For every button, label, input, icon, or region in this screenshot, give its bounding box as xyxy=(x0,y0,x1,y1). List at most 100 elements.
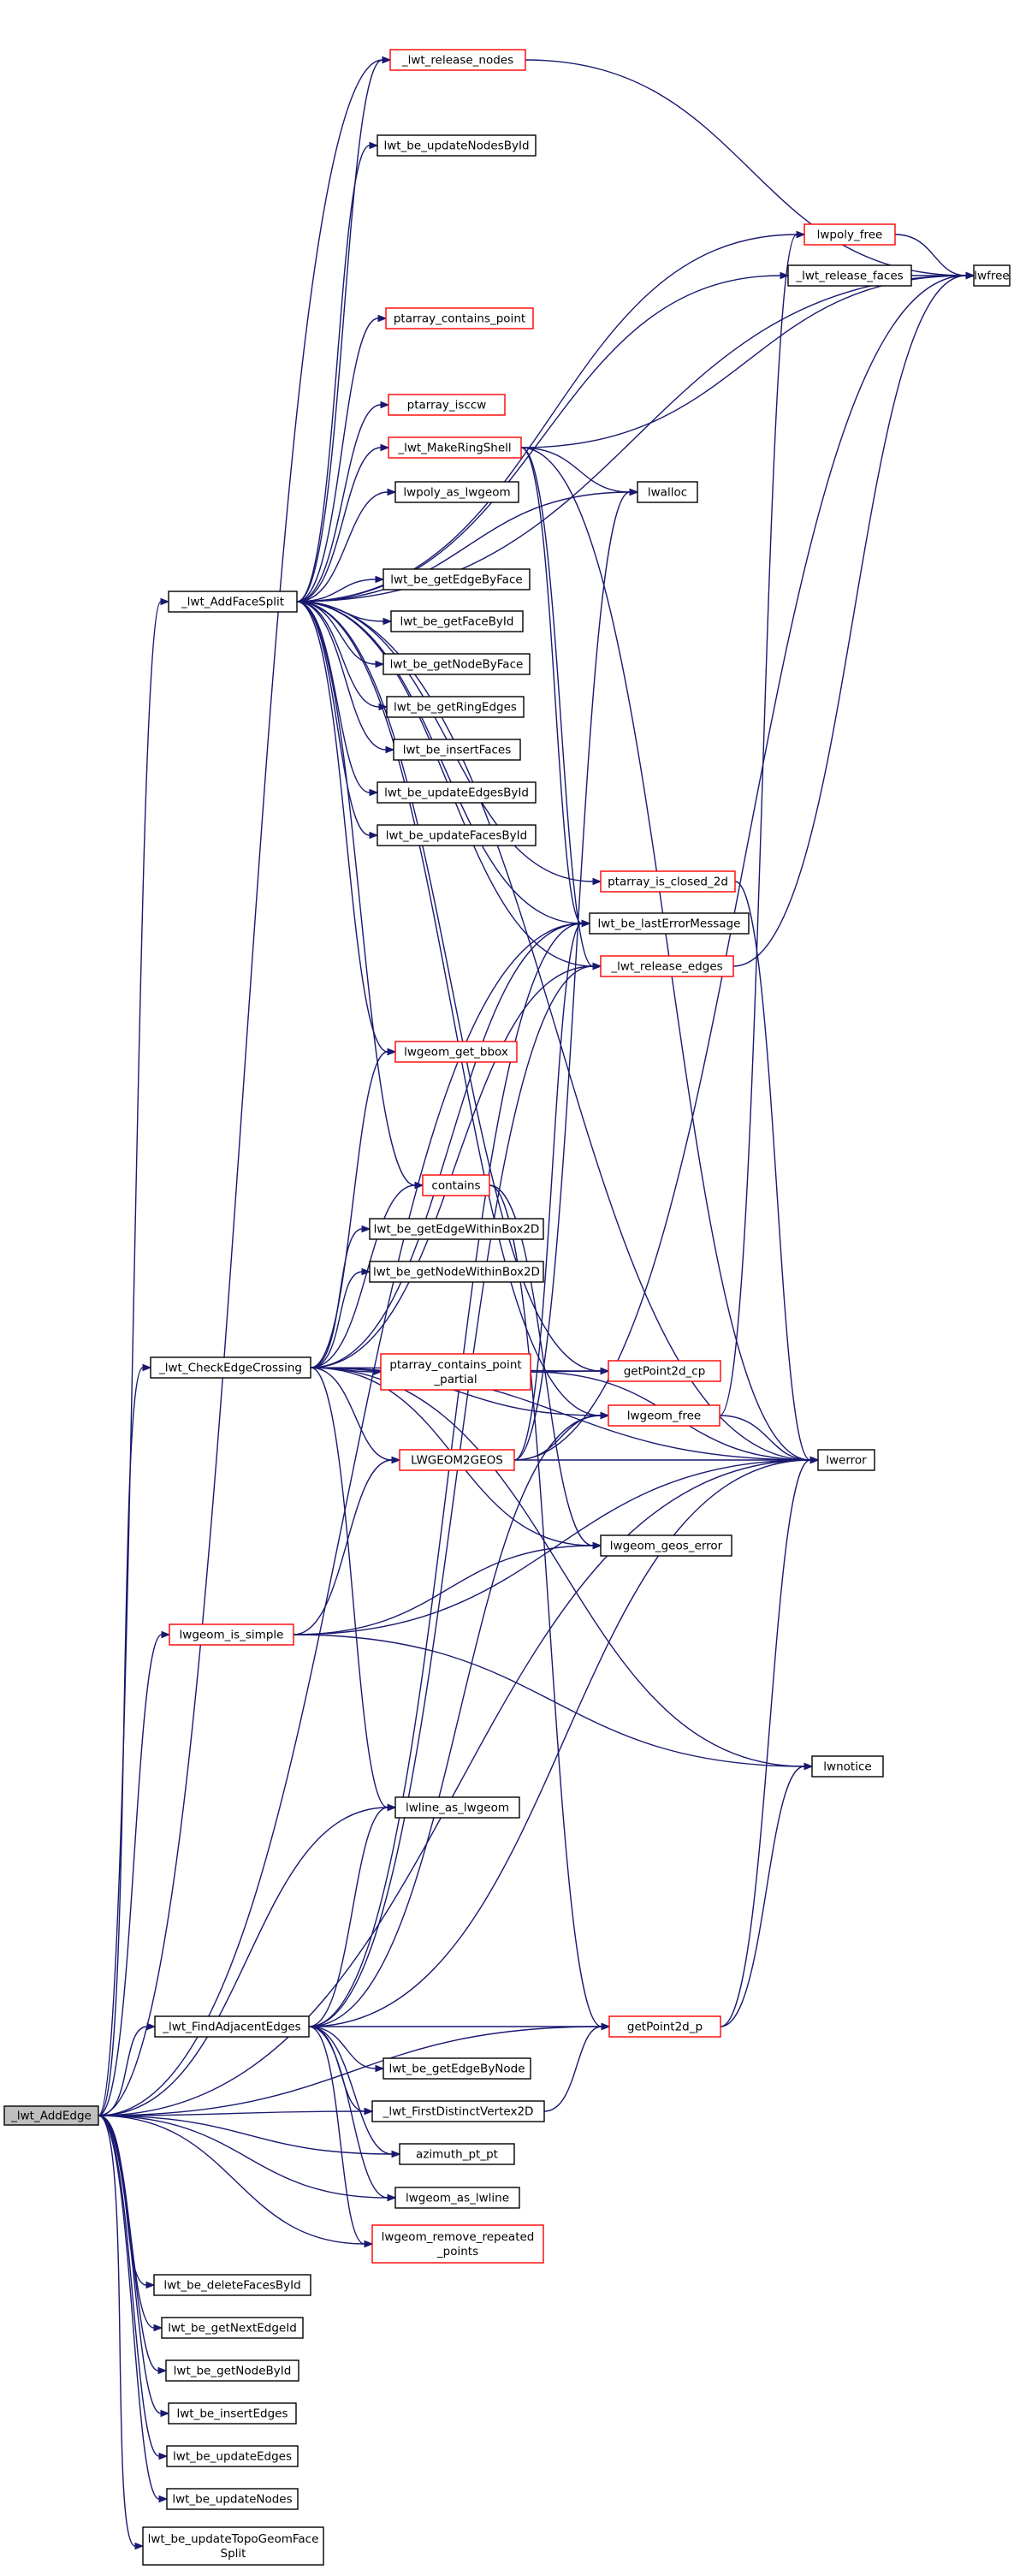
node-lwt_be_getFaceById[interactable]: lwt_be_getFaceById xyxy=(390,610,524,632)
node-lwgeom_remove_repeated_points[interactable]: lwgeom_remove_repeated_points xyxy=(371,2224,544,2264)
node-ptarray_isccw[interactable]: ptarray_isccw xyxy=(388,394,506,416)
node-lwt_be_insertEdges[interactable]: lwt_be_insertEdges xyxy=(168,2402,297,2425)
node-getPoint2d_cp[interactable]: getPoint2d_cp xyxy=(608,1360,721,1382)
node-lwnotice[interactable]: lwnotice xyxy=(811,1755,884,1778)
edge-line xyxy=(293,1459,811,1635)
node-lwt_be_deleteFacesById[interactable]: lwt_be_deleteFacesById xyxy=(153,2274,311,2296)
edge-lwt_FindAdjacentEdges-to-lwt_be_getEdgeByNode xyxy=(308,2026,385,2073)
node-lwpoly_free[interactable]: lwpoly_free xyxy=(803,223,896,246)
node-box xyxy=(399,1449,515,1471)
node-label: azimuth_pt_pt xyxy=(416,2148,498,2162)
edge-lwgeom_is_simple-to-lwnotice xyxy=(293,1634,814,1771)
edge-LWGEOM2GEOS-to-lwalloc xyxy=(513,488,639,1461)
edge-lwgeom_is_simple-to-lwgeom_geos_error xyxy=(293,1541,602,1635)
node-LWGEOM2GEOS[interactable]: LWGEOM2GEOS xyxy=(399,1449,515,1471)
node-lwt_be_getNodeWithinBox2D[interactable]: lwt_be_getNodeWithinBox2D xyxy=(369,1261,544,1283)
node-box xyxy=(600,955,734,977)
node-lwgeom_get_bbox[interactable]: lwgeom_get_bbox xyxy=(394,1041,518,1063)
edge-LWGEOM2GEOS-to-lwfree xyxy=(513,271,975,1461)
node-ptarray_is_closed_2d[interactable]: ptarray_is_closed_2d xyxy=(600,870,736,893)
node-label: lwt_be_insertEdges xyxy=(177,2407,288,2421)
node-box xyxy=(150,1356,311,1379)
node-box xyxy=(388,436,522,459)
node-box xyxy=(388,394,506,416)
arrowhead xyxy=(382,617,393,626)
node-lwt_be_getNodeById[interactable]: lwt_be_getNodeById xyxy=(165,2359,299,2382)
edge-line xyxy=(719,1415,811,1461)
node-lwerror[interactable]: lwerror xyxy=(817,1449,875,1471)
edge-lwt_CheckEdgeCrossing-to-lwt_be_getEdgeWithinBox2D xyxy=(310,1225,371,1368)
node-lwt_release_edges[interactable]: _lwt_release_edges xyxy=(600,955,734,977)
arrowhead xyxy=(375,575,385,584)
node-lwt_AddFaceSplit[interactable]: _lwt_AddFaceSplit xyxy=(168,591,298,613)
node-lwt_be_getEdgeByFace[interactable]: lwt_be_getEdgeByFace xyxy=(382,568,531,591)
node-lwgeom_free[interactable]: lwgeom_free xyxy=(608,1404,720,1427)
edge-line xyxy=(98,2115,160,2457)
edge-line xyxy=(98,601,162,2116)
edge-lwt_AddEdge-to-lwt_be_getNextEdgeId xyxy=(98,2115,163,2332)
node-label: lwt_be_deleteFacesById xyxy=(163,2279,300,2293)
node-lwt_be_getRingEdges[interactable]: lwt_be_getRingEdges xyxy=(386,696,525,718)
node-lwt_be_insertFaces[interactable]: lwt_be_insertFaces xyxy=(393,739,521,761)
node-lwt_be_getEdgeWithinBox2D[interactable]: lwt_be_getEdgeWithinBox2D xyxy=(369,1218,544,1240)
node-lwt_be_updateEdges[interactable]: lwt_be_updateEdges xyxy=(166,2445,299,2467)
node-lwalloc[interactable]: lwalloc xyxy=(637,481,698,503)
arrowhead xyxy=(385,745,395,754)
node-lwt_be_updateFacesById[interactable]: lwt_be_updateFacesById xyxy=(377,824,537,846)
edge-lwt_FindAdjacentEdges-to-lwt_release_edges xyxy=(308,962,602,2027)
node-box xyxy=(380,1353,531,1391)
node-lwt_FirstDistinctVertex2D[interactable]: _lwt_FirstDistinctVertex2D xyxy=(371,2100,545,2122)
edge-lwt_AddEdge-to-lwt_CheckEdgeCrossing xyxy=(98,1363,152,2116)
node-box xyxy=(3,2105,99,2126)
node-box xyxy=(169,1623,294,1646)
node-lwt_be_updateNodes[interactable]: lwt_be_updateNodes xyxy=(166,2488,299,2510)
edge-lwt_AddEdge-to-lwt_FindAdjacentEdges xyxy=(98,2022,157,2116)
arrowhead xyxy=(161,1630,171,1639)
node-lwt_release_nodes[interactable]: _lwt_release_nodes xyxy=(389,49,526,71)
node-getPoint2d_p[interactable]: getPoint2d_p xyxy=(608,2015,721,2038)
arrowhead xyxy=(796,230,806,239)
edge-line xyxy=(98,2026,148,2116)
node-box xyxy=(394,481,519,503)
node-box xyxy=(166,2488,299,2510)
node-lwgeom_as_lwline[interactable]: lwgeom_as_lwline xyxy=(394,2187,520,2209)
node-label: lwt_be_lastErrorMessage xyxy=(598,917,741,931)
node-lwpoly_as_lwgeom[interactable]: lwpoly_as_lwgeom xyxy=(394,481,519,503)
node-lwline_as_lwgeom[interactable]: lwline_as_lwgeom xyxy=(394,1796,520,1819)
node-lwt_be_getNextEdgeId[interactable]: lwt_be_getNextEdgeId xyxy=(161,2317,304,2339)
node-label: lwgeom_remove_repeated xyxy=(382,2230,535,2244)
edge-lwt_MakeRingShell-to-lwt_be_lastErrorMessage xyxy=(520,447,591,928)
node-lwt_be_getNodeByFace[interactable]: lwt_be_getNodeByFace xyxy=(382,653,531,675)
node-ptarray_contains_point_partial[interactable]: ptarray_contains_point_partial xyxy=(380,1353,531,1391)
edge-line xyxy=(310,1271,363,1368)
node-box xyxy=(811,1755,884,1778)
edge-line xyxy=(308,2026,365,2245)
edge-line xyxy=(308,1459,811,2027)
arrowhead xyxy=(142,1363,152,1372)
node-lwt_be_updateEdgesById[interactable]: lwt_be_updateEdgesById xyxy=(377,781,537,804)
node-lwfree[interactable]: lwfree xyxy=(973,264,1011,287)
node-lwt_FindAdjacentEdges[interactable]: _lwt_FindAdjacentEdges xyxy=(154,2015,310,2038)
arrowhead xyxy=(160,2409,170,2418)
node-lwt_be_updateNodesById[interactable]: lwt_be_updateNodesById xyxy=(377,134,537,157)
node-lwgeom_geos_error[interactable]: lwgeom_geos_error xyxy=(600,1534,732,1557)
node-contains[interactable]: contains xyxy=(422,1174,490,1196)
node-box xyxy=(166,2445,299,2467)
node-label: Split xyxy=(221,2547,246,2561)
node-lwt_CheckEdgeCrossing[interactable]: _lwt_CheckEdgeCrossing xyxy=(150,1356,311,1379)
node-label: _lwt_FindAdjacentEdges xyxy=(162,2021,300,2034)
node-box xyxy=(382,653,531,675)
node-ptarray_contains_point[interactable]: ptarray_contains_point xyxy=(385,307,534,329)
edge-line xyxy=(296,601,387,751)
node-lwt_MakeRingShell[interactable]: _lwt_MakeRingShell xyxy=(388,436,522,459)
node-lwt_release_faces[interactable]: _lwt_release_faces xyxy=(787,264,912,287)
node-label: _lwt_AddEdge xyxy=(10,2110,92,2123)
node-box xyxy=(600,870,736,893)
node-lwgeom_is_simple[interactable]: lwgeom_is_simple xyxy=(169,1623,294,1646)
edge-line xyxy=(732,275,967,967)
node-lwt_be_lastErrorMessage[interactable]: lwt_be_lastErrorMessage xyxy=(589,912,750,935)
node-azimuth_pt_pt[interactable]: azimuth_pt_pt xyxy=(399,2143,515,2165)
node-lwt_be_getEdgeByNode[interactable]: lwt_be_getEdgeByNode xyxy=(382,2057,531,2080)
